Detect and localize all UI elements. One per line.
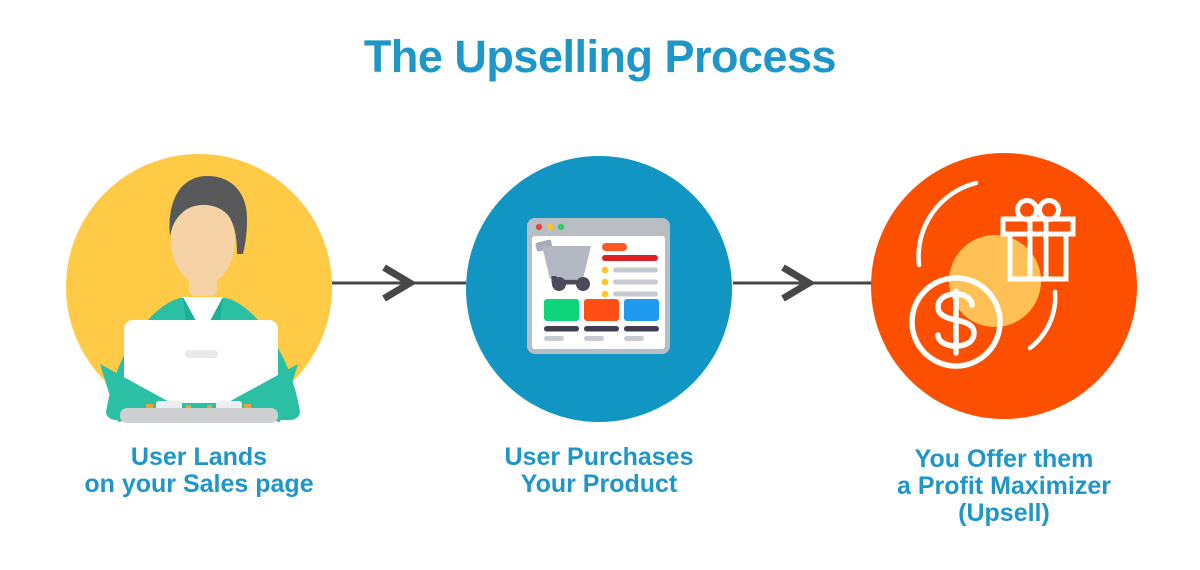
finger	[186, 405, 191, 410]
product-card-green	[544, 299, 579, 321]
cart-wheel-right	[576, 277, 590, 291]
bullet-dot	[601, 278, 609, 286]
arrow-right-icon	[733, 261, 872, 305]
window-dot-yellow	[546, 223, 554, 231]
dollar-s-curve	[935, 291, 977, 349]
arrow-right-icon	[332, 264, 466, 302]
cart-basket	[542, 246, 591, 279]
step-1-label: User Lands on your Sales page	[49, 444, 349, 498]
page-title: The Upselling Process	[363, 31, 837, 82]
window-dot-green	[557, 223, 565, 231]
dollar-coin-and-gift-icon	[871, 153, 1137, 419]
orange-bar	[602, 243, 627, 251]
step-3-label: You Offer them a Profit Maximizer (Upsel…	[854, 446, 1154, 527]
browser-shopping-cart-icon	[466, 156, 732, 422]
laptop-logo	[185, 350, 218, 358]
red-bar	[602, 255, 658, 261]
product-card-blue	[624, 299, 659, 321]
step-3-label-line-3: (Upsell)	[958, 499, 1050, 527]
card-sub-bar	[624, 336, 644, 341]
finger	[207, 405, 212, 410]
card-title-bar	[544, 326, 579, 332]
step-3-label-line-2: a Profit Maximizer	[897, 472, 1111, 500]
dollar-coin-icon	[909, 275, 1003, 369]
person-at-laptop-icon	[66, 154, 332, 423]
card-sub-bar	[544, 336, 564, 341]
gift-body	[1007, 231, 1069, 282]
bullet-dot	[601, 266, 609, 274]
step-2-circle	[466, 156, 732, 422]
step-2-label-line-2: Your Product	[520, 470, 678, 498]
arc-bottom-right	[1027, 289, 1058, 351]
hair	[169, 175, 248, 254]
step-1-circle	[66, 154, 332, 423]
step-2-label: User Purchases Your Product	[449, 444, 749, 498]
arrow-right-icon	[733, 264, 872, 302]
card-title-bar	[584, 326, 619, 332]
laptop-screen	[124, 320, 278, 406]
bullet-dot	[601, 290, 609, 298]
text-line	[613, 291, 658, 297]
card-title-bar	[624, 326, 659, 332]
step-3-circle	[871, 153, 1137, 419]
text-line	[613, 279, 658, 285]
shirt-collar	[183, 297, 223, 335]
arrow-right-icon	[332, 261, 466, 305]
face	[171, 195, 235, 285]
arrow-chevron	[382, 264, 417, 302]
step-1-label-line-2: on your Sales page	[84, 470, 314, 498]
fingers-right	[244, 404, 251, 410]
product-card-orange	[584, 299, 619, 321]
step-1-label-line-1: User Lands	[130, 443, 268, 471]
window-dot-red	[535, 223, 543, 231]
cart-wheel-left	[552, 277, 566, 291]
step-3-label-line-1: You Offer them	[914, 445, 1094, 473]
laptop-hinge	[140, 403, 260, 410]
text-line	[613, 267, 658, 273]
laptop-base	[120, 408, 278, 423]
card-sub-bar	[584, 336, 604, 341]
step-2-label-line-1: User Purchases	[504, 443, 694, 471]
arrow-chevron	[781, 264, 816, 302]
coin-ring	[909, 275, 1003, 369]
fingers-left	[146, 404, 153, 410]
gift-icon	[1000, 198, 1076, 282]
arc-top-left	[916, 180, 979, 268]
